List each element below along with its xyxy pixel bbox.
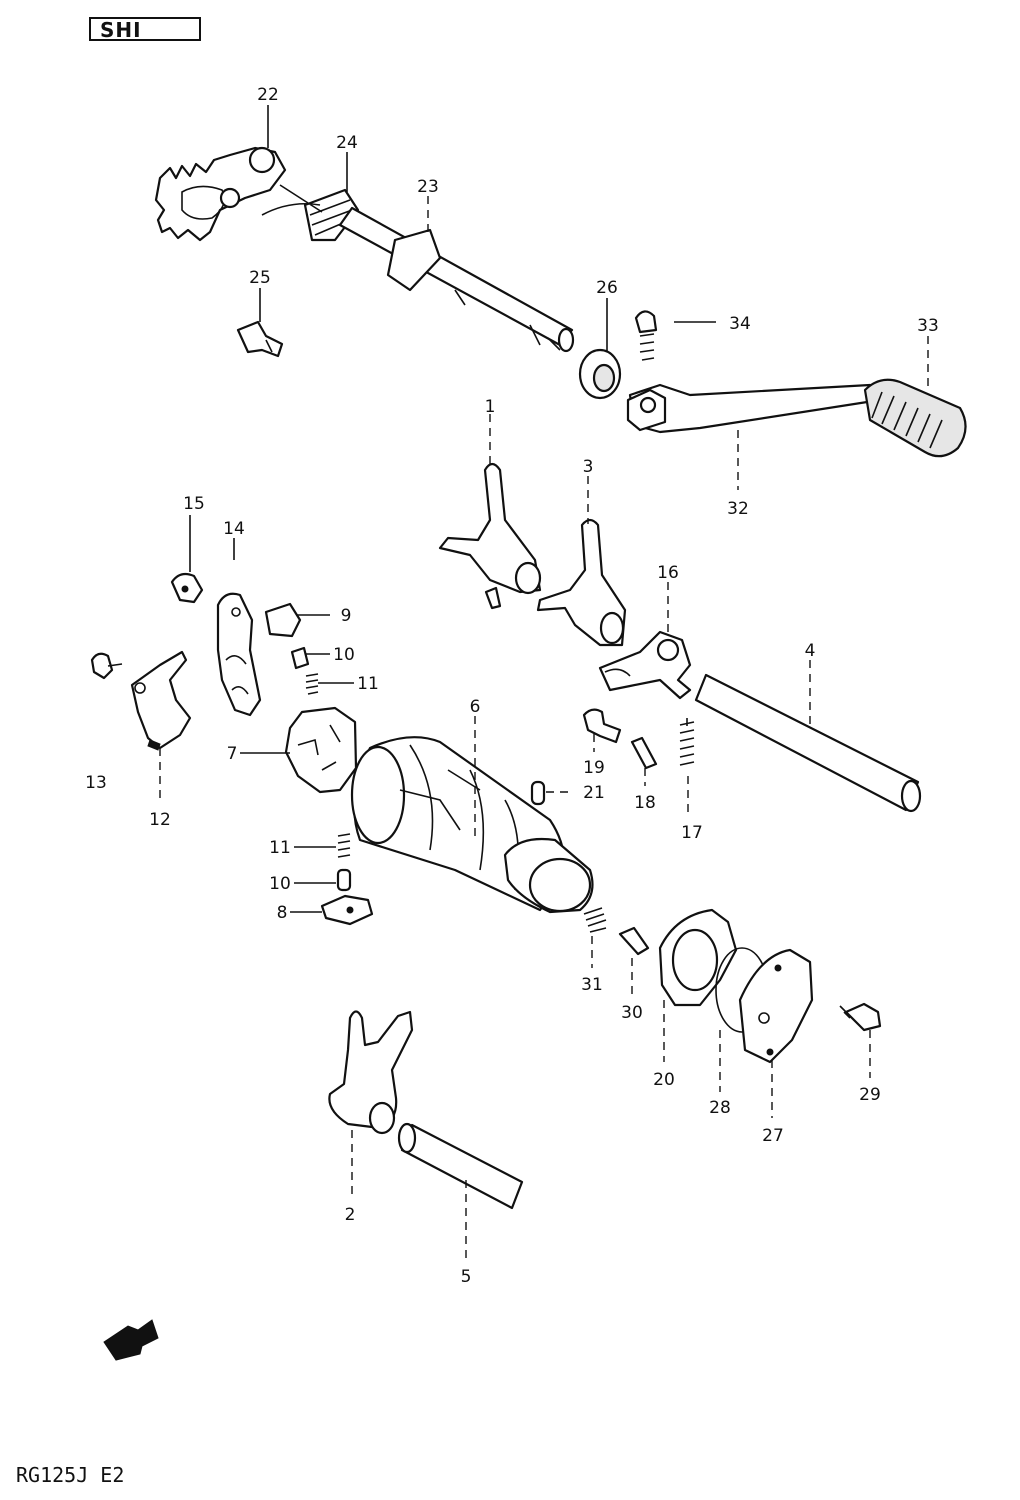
part-7-shift-cam bbox=[284, 706, 358, 794]
callout-20: 20 bbox=[653, 1070, 675, 1090]
callout-18: 18 bbox=[634, 793, 656, 813]
front-arrow-icon bbox=[103, 1319, 159, 1361]
part-4-fork-shaft bbox=[694, 673, 922, 813]
part-16-cam-driven-arm bbox=[598, 630, 692, 700]
callout-13: 13 bbox=[85, 773, 107, 793]
part-15-nut bbox=[170, 572, 204, 604]
callout-29: 29 bbox=[859, 1085, 881, 1105]
header-tab: SHI bbox=[89, 17, 201, 42]
callout-32: 32 bbox=[727, 499, 749, 519]
part-21-pin bbox=[530, 780, 546, 806]
part-34-bolt bbox=[634, 310, 658, 361]
part-10-pin-lower bbox=[336, 868, 352, 892]
part-23-shift-shaft bbox=[338, 206, 575, 353]
callout-16: 16 bbox=[657, 563, 679, 583]
callout-22: 22 bbox=[257, 85, 279, 105]
footer-model-code: RG125J E2 bbox=[16, 1463, 124, 1487]
part-31-spring bbox=[583, 907, 607, 933]
callout-21: 21 bbox=[583, 783, 605, 803]
callout-11-lower: 11 bbox=[269, 838, 291, 858]
callout-5: 5 bbox=[461, 1267, 472, 1287]
part-26-oil-seal bbox=[578, 348, 622, 400]
part-1-shift-fork bbox=[438, 462, 542, 610]
part-14-stopper-plate bbox=[216, 592, 262, 717]
part-5-fork-shaft bbox=[397, 1122, 524, 1210]
part-22-shift-arm bbox=[154, 146, 287, 242]
callout-14: 14 bbox=[223, 519, 245, 539]
callout-30: 30 bbox=[621, 1003, 643, 1023]
callout-33: 33 bbox=[917, 316, 939, 336]
callout-31: 31 bbox=[581, 975, 603, 995]
callout-4: 4 bbox=[805, 641, 816, 661]
callout-15: 15 bbox=[183, 494, 205, 514]
callout-27: 27 bbox=[762, 1126, 784, 1146]
part-27-cover bbox=[738, 948, 814, 1064]
part-8-cam-guide bbox=[320, 894, 374, 926]
part-30-pin bbox=[618, 926, 650, 956]
callout-1: 1 bbox=[485, 397, 496, 417]
callout-12: 12 bbox=[149, 810, 171, 830]
part-13-bolt bbox=[90, 652, 123, 680]
part-6-shift-drum bbox=[350, 736, 594, 914]
callout-2: 2 bbox=[345, 1205, 356, 1225]
callout-34: 34 bbox=[729, 314, 751, 334]
part-18-pin bbox=[630, 736, 658, 770]
part-19-screw bbox=[582, 708, 622, 744]
callout-11-upper: 11 bbox=[357, 674, 379, 694]
part-3-shift-fork bbox=[536, 518, 627, 647]
part-29-bolt bbox=[839, 1002, 882, 1032]
callout-9: 9 bbox=[341, 606, 352, 626]
part-11-spring-upper bbox=[305, 673, 319, 695]
part-25-bolt bbox=[236, 320, 284, 358]
callout-28: 28 bbox=[709, 1098, 731, 1118]
callout-26: 26 bbox=[596, 278, 618, 298]
part-32-gearshift-lever bbox=[626, 383, 882, 434]
callout-10-lower: 10 bbox=[269, 874, 291, 894]
callout-25: 25 bbox=[249, 268, 271, 288]
callout-labels: 1 2 3 4 5 6 7 8 9 10 10 11 11 12 13 14 1… bbox=[85, 85, 939, 1287]
callout-23: 23 bbox=[417, 177, 439, 197]
part-9-cam-guide bbox=[264, 602, 302, 638]
part-17-spring bbox=[679, 718, 695, 766]
callout-8: 8 bbox=[277, 903, 288, 923]
callout-19: 19 bbox=[583, 758, 605, 778]
part-33-lever-rubber bbox=[863, 378, 967, 458]
callout-10-upper: 10 bbox=[333, 645, 355, 665]
part-2-shift-fork bbox=[328, 1010, 414, 1135]
part-11-spring-lower bbox=[337, 833, 351, 858]
callout-6: 6 bbox=[470, 697, 481, 717]
part-12-stopper bbox=[130, 650, 192, 751]
callout-17: 17 bbox=[681, 823, 703, 843]
callout-24: 24 bbox=[336, 133, 358, 153]
callout-3: 3 bbox=[583, 457, 594, 477]
part-24-return-spring bbox=[261, 184, 360, 242]
header-text: SHI bbox=[100, 18, 142, 42]
leader-lines bbox=[159, 105, 929, 1262]
part-10-pin-upper bbox=[290, 646, 310, 670]
callout-7: 7 bbox=[227, 744, 238, 764]
